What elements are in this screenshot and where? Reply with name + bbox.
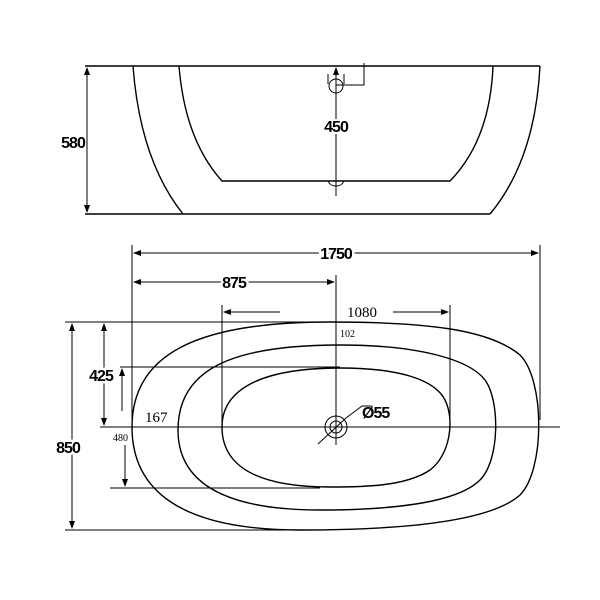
overflow-icon [327,63,365,94]
inner-length-label: 1080 [347,305,377,321]
outer-wall-right [489,65,541,215]
drain-diameter-label: Ø55 [362,405,390,422]
overall-length-label: 1750 [320,246,353,263]
middle-rim-outline [177,344,497,511]
horizontal-reference-lines [65,321,560,531]
drain-icon [327,180,345,187]
top-view [65,245,560,531]
half-width-label: 425 [89,368,114,385]
outer-rim-outline [131,321,540,531]
drain-offset-label: 875 [222,275,247,292]
inner-top-offset-label: 102 [340,329,355,340]
outer-wall-left [132,65,184,215]
inner-left-offset-label: 167 [145,410,168,426]
faucet-height-label: 450 [324,119,349,136]
inner-basin-outline [221,367,451,488]
inner-half-width-label: 480 [113,433,128,444]
height-label: 580 [61,135,86,152]
side-view [84,63,541,215]
overall-width-label: 850 [56,440,81,457]
drain-symbol-icon [317,405,372,445]
extension-lines [131,245,541,445]
